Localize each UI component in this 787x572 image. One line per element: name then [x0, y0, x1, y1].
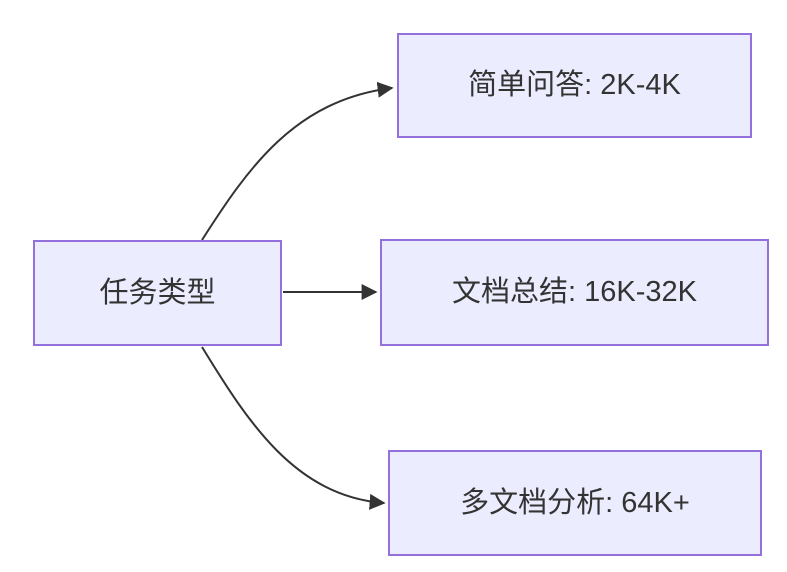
node-simple-qa-label: 简单问答: 2K-4K	[468, 69, 681, 102]
node-doc-summary: 文档总结: 16K-32K	[380, 239, 769, 346]
node-task-type-label: 任务类型	[99, 276, 216, 309]
edge-root-to-simple-qa	[201, 81, 394, 241]
node-doc-summary-label: 文档总结: 16K-32K	[452, 276, 697, 309]
node-task-type: 任务类型	[33, 240, 282, 346]
node-simple-qa: 简单问答: 2K-4K	[397, 33, 752, 138]
edge-root-to-multi-doc	[201, 346, 386, 510]
node-multi-doc-label: 多文档分析: 64K+	[460, 486, 690, 519]
node-multi-doc: 多文档分析: 64K+	[388, 450, 762, 556]
